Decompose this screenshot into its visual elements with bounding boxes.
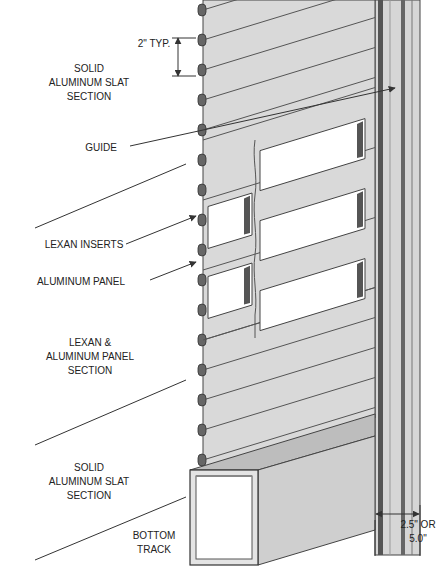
guide-rail: [375, 0, 420, 555]
part-label: 2.5" OR 5.0": [396, 518, 440, 546]
part-label: 2" TYP.: [136, 37, 172, 51]
section-lines: [35, 164, 186, 560]
bottom-track: [190, 414, 375, 565]
pitch-dimension: [172, 38, 196, 76]
part-label: LEXAN & ALUMINUM PANEL SECTION: [42, 336, 138, 378]
slat-lines: [198, 0, 375, 466]
lexan-windows: [208, 119, 365, 331]
door-face: [203, 0, 375, 470]
part-label: GUIDE: [74, 141, 128, 155]
part-label: LEXAN INSERTS: [40, 238, 128, 252]
leader-lines: [126, 88, 395, 280]
part-label: BOTTOM TRACK: [126, 529, 182, 557]
part-label: SOLID ALUMINUM SLAT SECTION: [48, 62, 130, 104]
part-label: ALUMINUM PANEL: [14, 275, 148, 289]
panel-joint: [254, 140, 256, 338]
guide-dimension: [375, 505, 420, 556]
part-label: SOLID ALUMINUM SLAT SECTION: [48, 461, 130, 503]
